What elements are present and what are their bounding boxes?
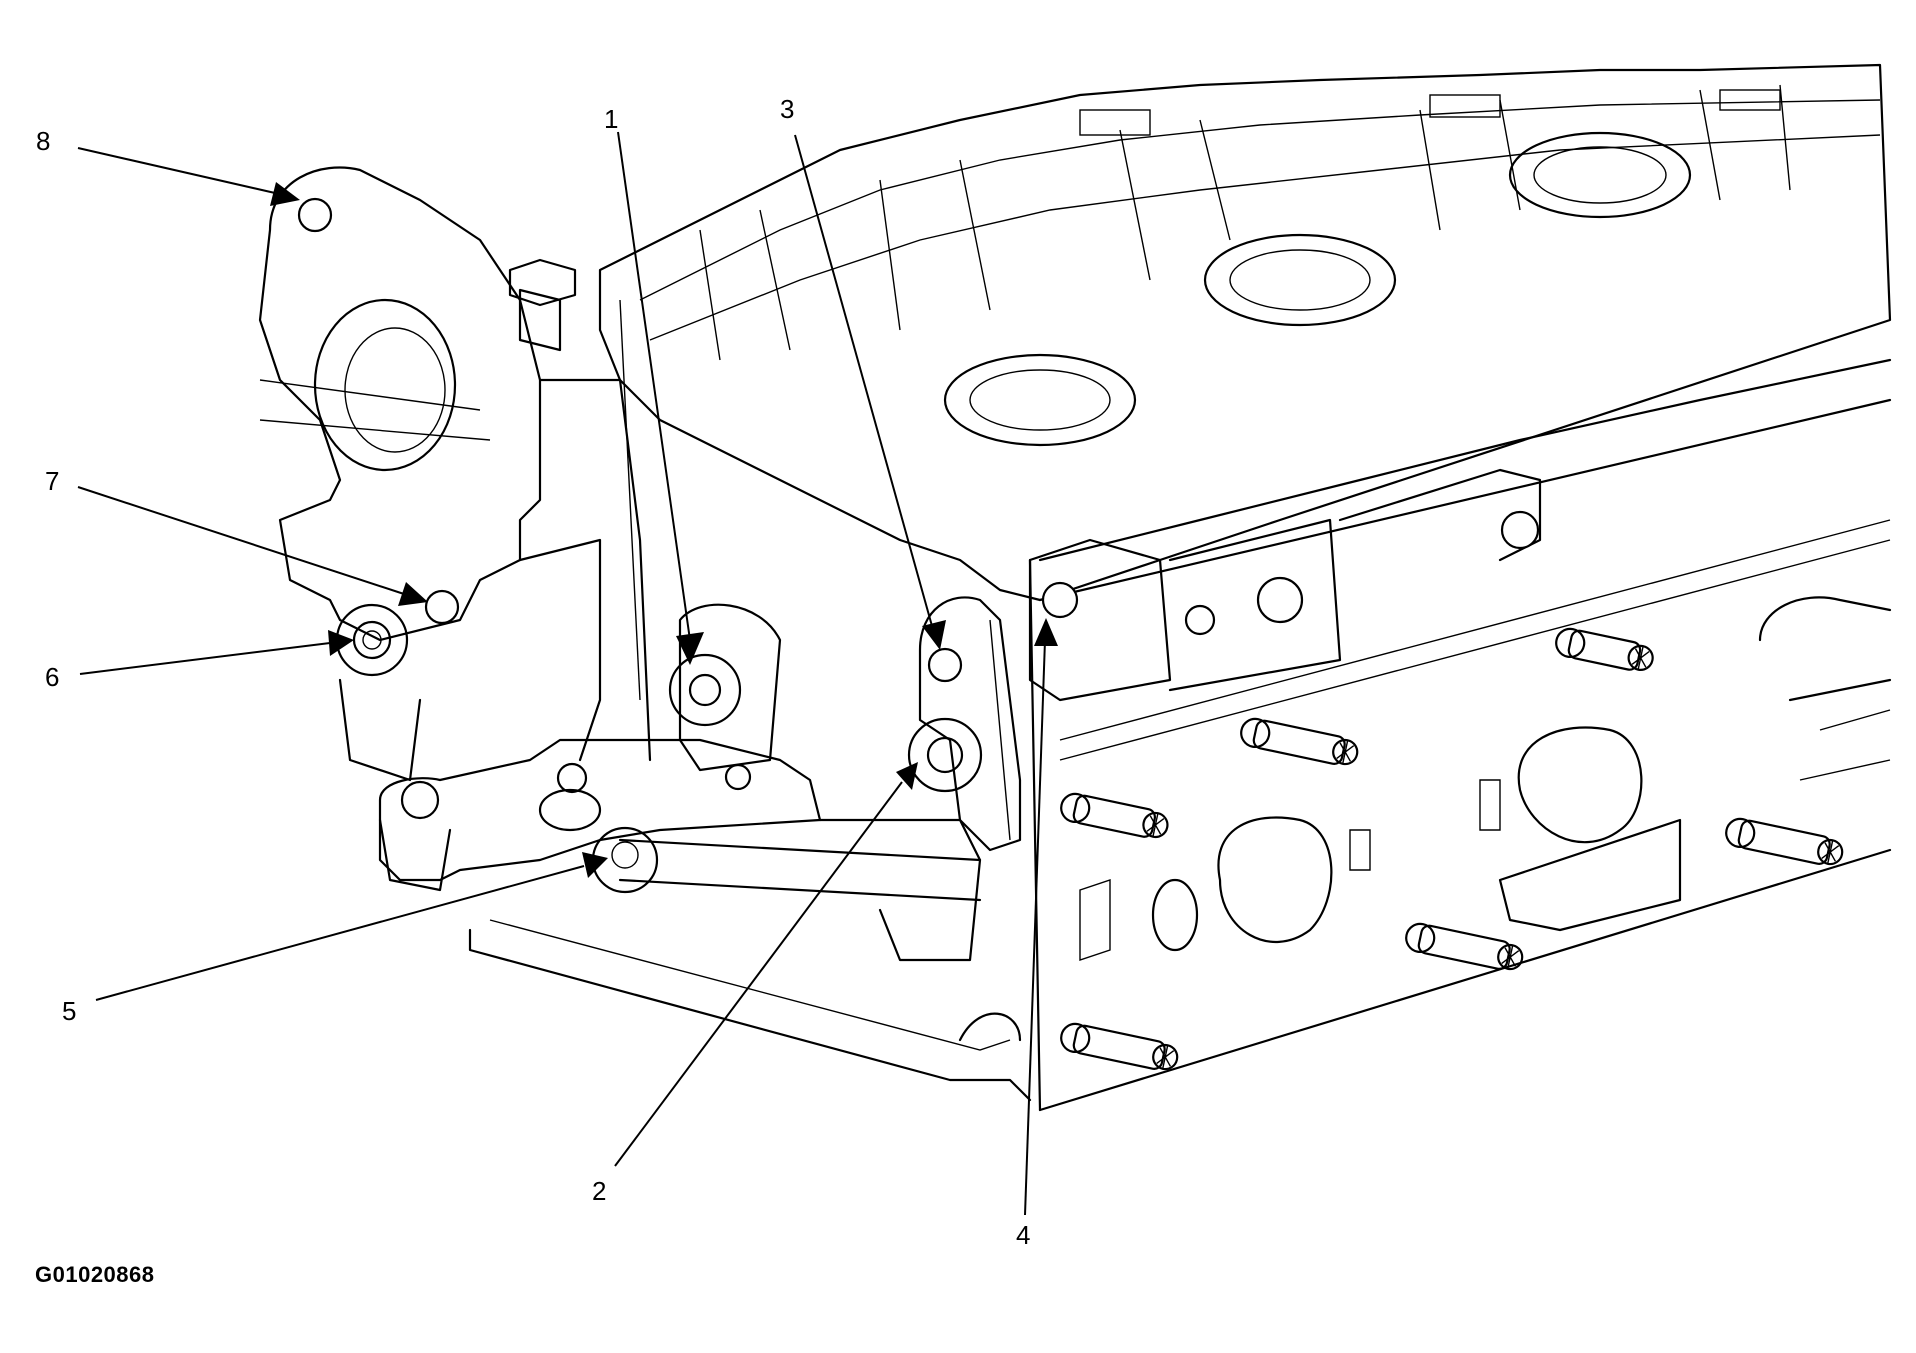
callout-label-6: 6	[45, 662, 59, 692]
stud-bolts	[1060, 627, 1844, 1071]
callout-label-3: 3	[780, 94, 794, 124]
callout-label-4: 4	[1016, 1220, 1030, 1250]
figure-id: G01020868	[35, 1262, 155, 1287]
callout-label-2: 2	[592, 1176, 606, 1206]
callout-2-arrowhead	[896, 762, 918, 790]
callout-1-arrowhead	[676, 632, 704, 665]
callout-label-1: 1	[604, 104, 618, 134]
callout-6-arrowhead	[328, 630, 354, 656]
callout-label-8: 8	[36, 126, 50, 156]
callout-5-arrowhead	[582, 852, 608, 878]
callout-leaders	[77, 131, 1058, 1216]
callout-4-arrowhead	[1034, 618, 1058, 646]
callout-label-7: 7	[45, 466, 59, 496]
callout-8-arrowhead	[270, 182, 300, 206]
callout-label-5: 5	[62, 996, 76, 1026]
cylinder-head-illustration	[258, 63, 1892, 1112]
callout-labels: 1 2 3 4 5 6 7 8	[36, 94, 1030, 1250]
callout-7-arrowhead	[398, 582, 428, 606]
callout-3-arrowhead	[922, 620, 946, 650]
